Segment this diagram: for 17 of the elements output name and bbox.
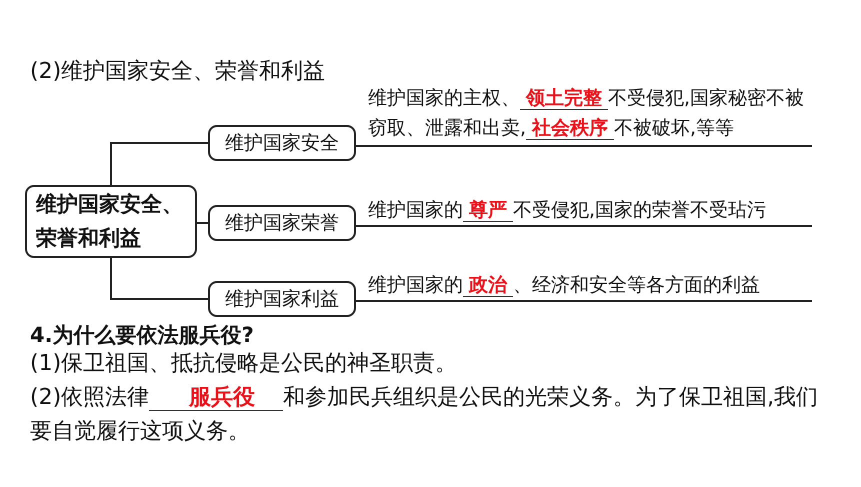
description-text: 维护国家的尊严不受侵犯,国家的荣誉不受玷污: [368, 195, 812, 226]
section-heading: (2)维护国家安全、荣誉和利益: [30, 58, 326, 86]
description-text: 维护国家的政治、经济和安全等各方面的利益: [368, 270, 812, 301]
answer-text: (2)依照法律服兵役和参加民兵组织是公民的光荣义务。为了保卫祖国,我们要自觉履行这项义务。: [30, 384, 820, 446]
connector-line: [356, 225, 812, 227]
question-heading: 4.为什么要依法服兵役?: [30, 322, 255, 349]
answer-text: (1)保卫祖国、抵抗侵略是公民的神圣职责。: [30, 350, 458, 378]
topic-box: 维护国家安全、荣誉和利益: [25, 185, 197, 258]
branch-box: 维护国家安全: [208, 125, 356, 161]
connector-line: [356, 300, 812, 302]
branch-box: 维护国家荣誉: [208, 205, 356, 241]
connector-line: [197, 222, 208, 224]
branch-box: 维护国家利益: [208, 281, 356, 317]
connector-line: [110, 258, 208, 300]
connector-line: [110, 142, 208, 185]
connector-line: [356, 145, 812, 147]
description-text: 维护国家的主权、领土完整不受侵犯,国家秘密不被窃取、泄露和出卖,社会秩序不被破坏,等等: [368, 83, 812, 146]
